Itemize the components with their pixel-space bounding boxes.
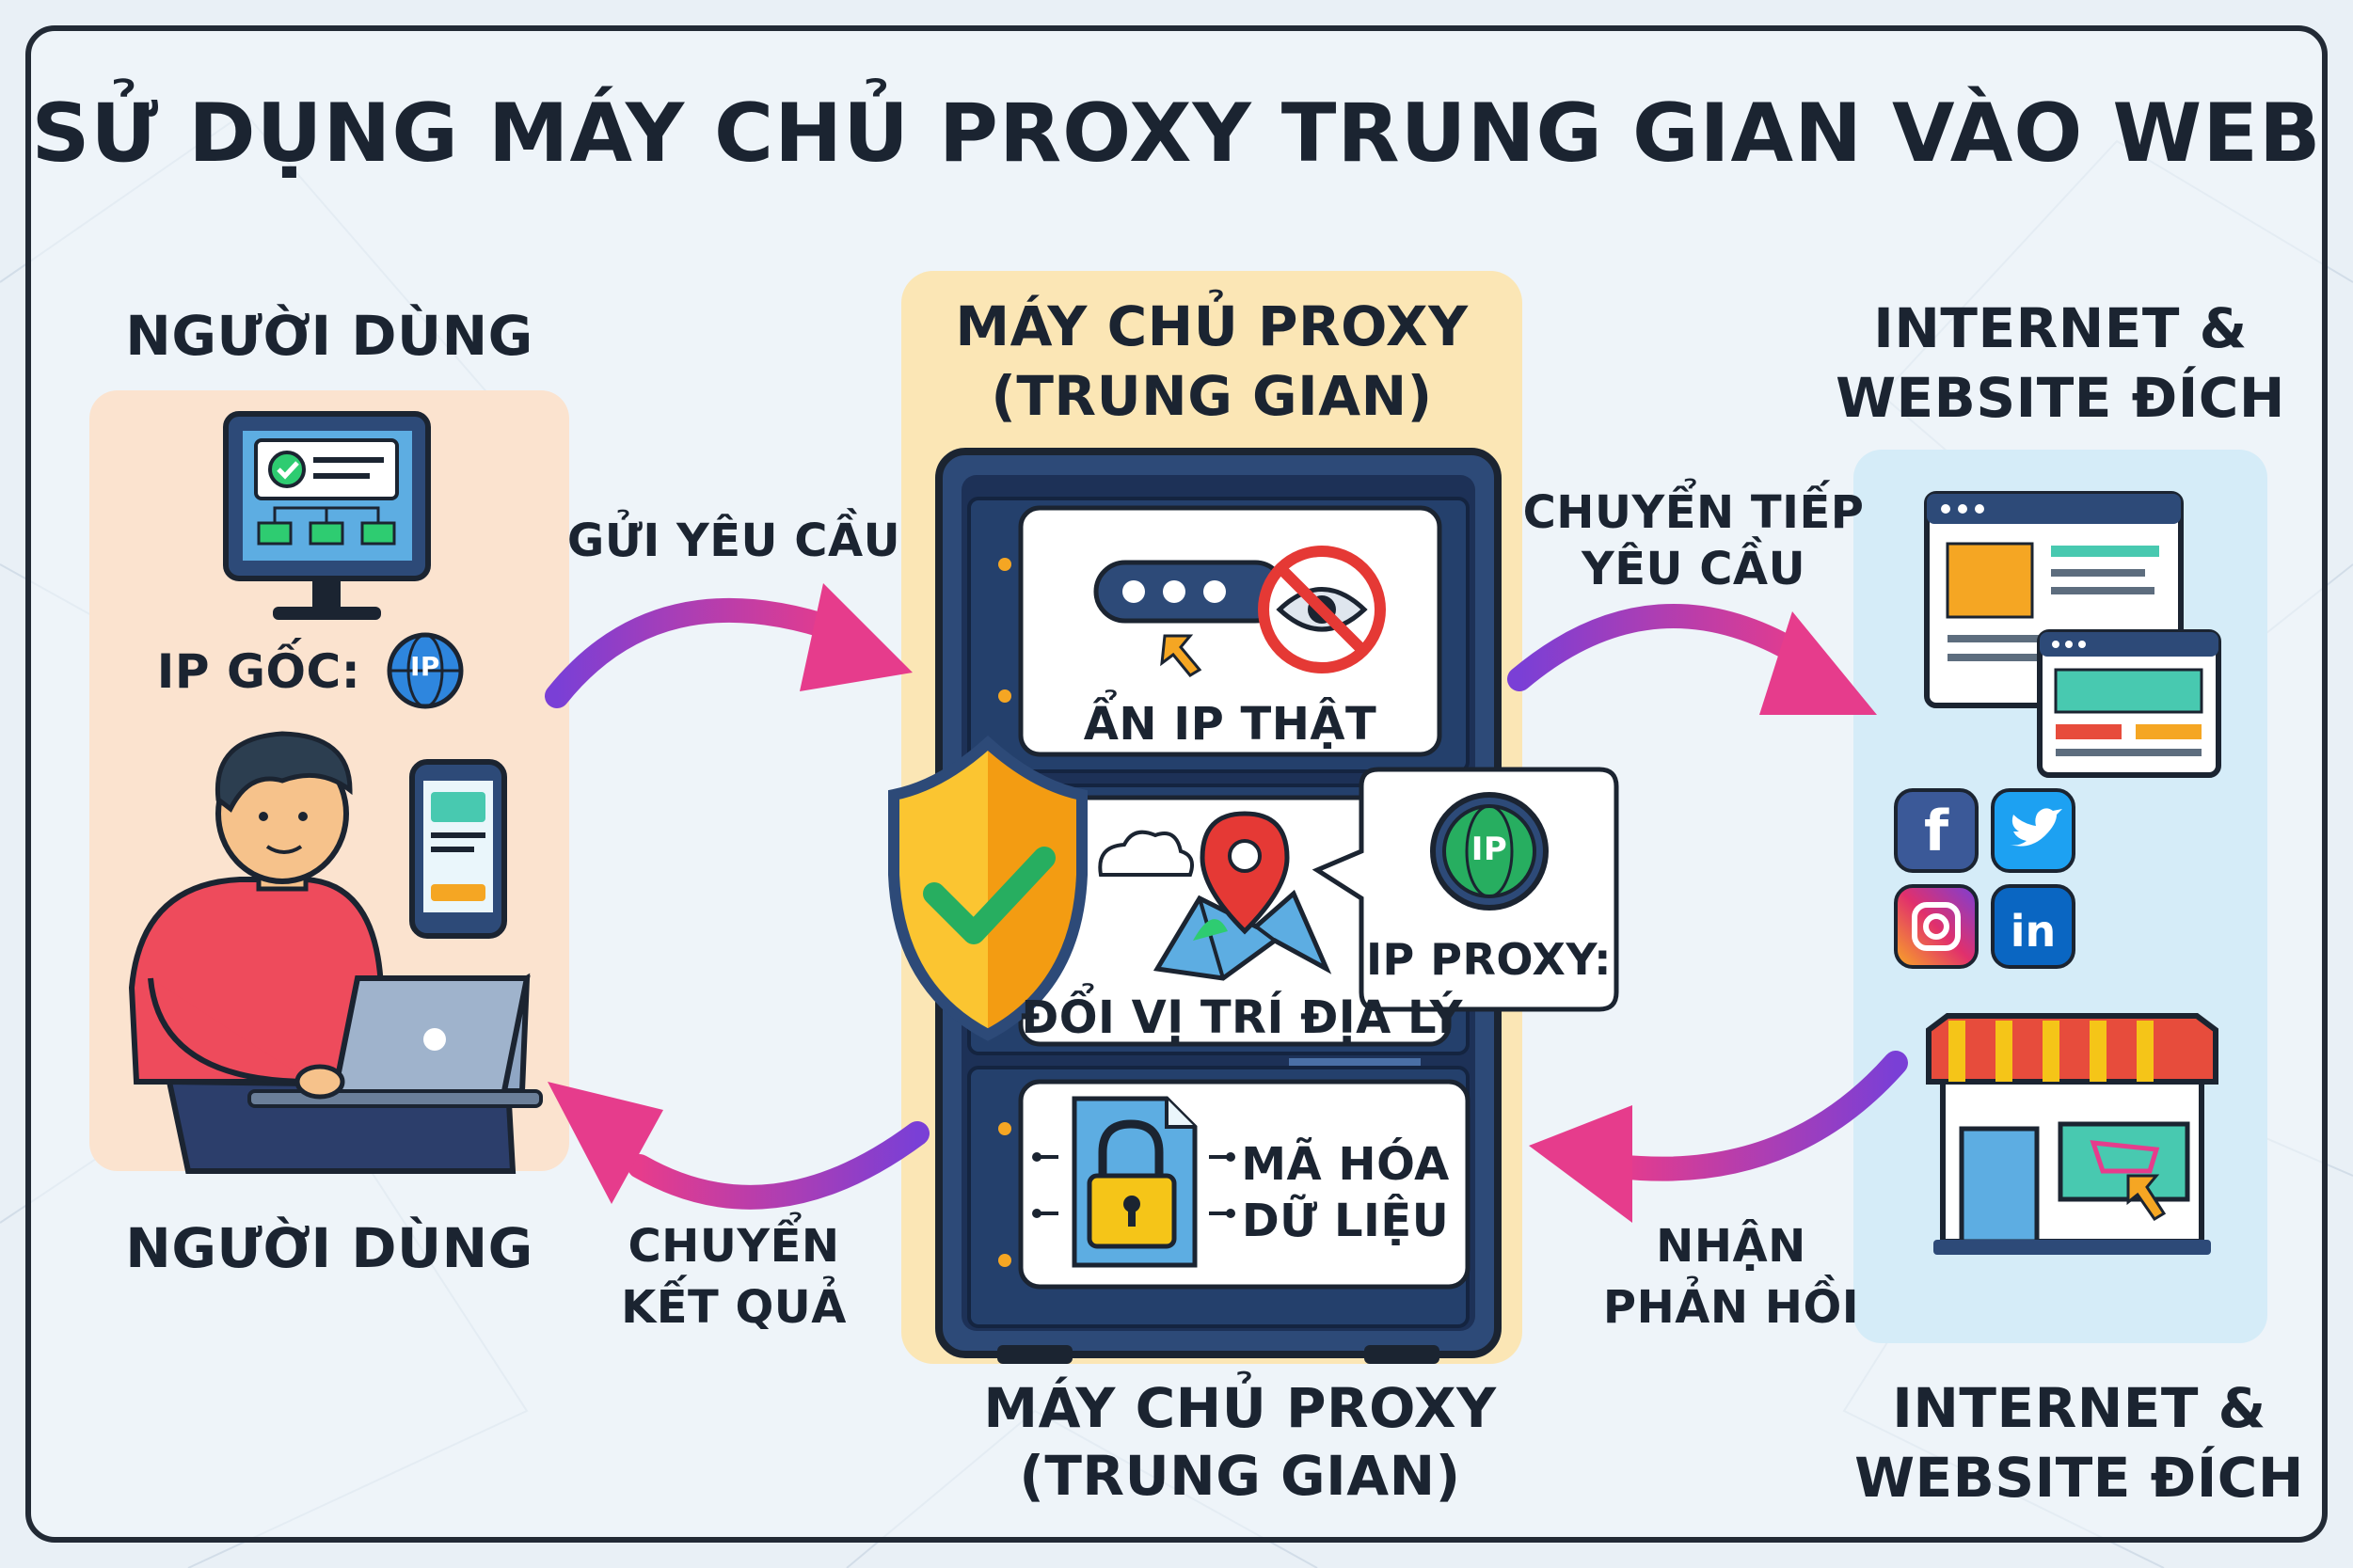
flow-label-forward-1: CHUYỂN TIẾP (1522, 486, 1865, 539)
internet-label-top-2: WEBSITE ĐÍCH (1836, 366, 2285, 430)
twitter-icon (1991, 788, 2075, 873)
user-label-top: NGƯỜI DÙNG (125, 304, 533, 368)
proxy-label-bottom-1: MÁY CHỦ PROXY (983, 1376, 1497, 1440)
flow-label-send-request: GỬI YÊU CẦU (566, 515, 901, 567)
ip-proxy-badge: IP (1471, 831, 1508, 868)
flow-label-return-2: KẾT QUẢ (621, 1281, 847, 1334)
feature-label-hide-ip: ẨN IP THẬT (1083, 698, 1377, 751)
security-shield-icon (888, 735, 1088, 1041)
page-title: SỬ DỤNG MÁY CHỦ PROXY TRUNG GIAN VÀO WEB (31, 87, 2322, 181)
website-window-icon-2 (2037, 629, 2221, 778)
linkedin-icon: in (1991, 884, 2075, 969)
feature-label-change-location: ĐỔI VỊ TRÍ ĐỊA LÝ (1021, 991, 1463, 1044)
proxy-label-top-2: (TRUNG GIAN) (991, 364, 1433, 428)
online-store-icon (1926, 1013, 2218, 1255)
feature-label-encrypt-2: DỮ LIỆU (1241, 1195, 1450, 1247)
cloud-icon (1098, 830, 1194, 877)
flow-label-forward-2: YÊU CẦU (1581, 543, 1806, 595)
svg-text:f: f (1924, 799, 1949, 864)
lock-file-icon (1032, 1096, 1235, 1268)
mobile-phone-icon (409, 759, 507, 939)
arrow-send-request (545, 583, 913, 708)
proxy-label-bottom-2: (TRUNG GIAN) (1019, 1444, 1461, 1508)
ip-proxy-label: IP PROXY: (1365, 934, 1613, 985)
person-laptop-icon (128, 731, 543, 1174)
arrow-return-result (548, 1082, 930, 1210)
flow-label-receive-1: NHẬN (1656, 1220, 1806, 1273)
user-ip-label: IP GỐC: (156, 644, 361, 699)
instagram-icon (1894, 884, 1979, 969)
internet-label-bottom-2: WEBSITE ĐÍCH (1854, 1446, 2304, 1510)
ip-proxy-globe-icon (1430, 792, 1549, 911)
svg-text:in: in (2011, 906, 2057, 957)
user-label-bottom: NGƯỜI DÙNG (125, 1216, 533, 1280)
internet-label-bottom-1: INTERNET & (1892, 1376, 2266, 1440)
arrow-receive-response (1529, 1051, 1908, 1223)
desktop-monitor-icon (223, 411, 431, 620)
social-media-grid: f in (1894, 788, 2075, 969)
user-ip-badge: IP (410, 651, 440, 682)
feature-label-encrypt-1: MÃ HÓA (1241, 1138, 1450, 1191)
flow-label-receive-2: PHẢN HỒI (1602, 1281, 1860, 1334)
hidden-eye-icon (1093, 546, 1386, 677)
arrow-forward-request (1507, 604, 1877, 715)
proxy-label-top-1: MÁY CHỦ PROXY (955, 294, 1469, 358)
map-pin-icon (1153, 811, 1332, 981)
facebook-icon: f (1894, 788, 1979, 873)
flow-label-return-1: CHUYỂN (628, 1220, 840, 1273)
ip-globe-icon (387, 632, 464, 709)
internet-label-top-1: INTERNET & (1873, 296, 2248, 360)
